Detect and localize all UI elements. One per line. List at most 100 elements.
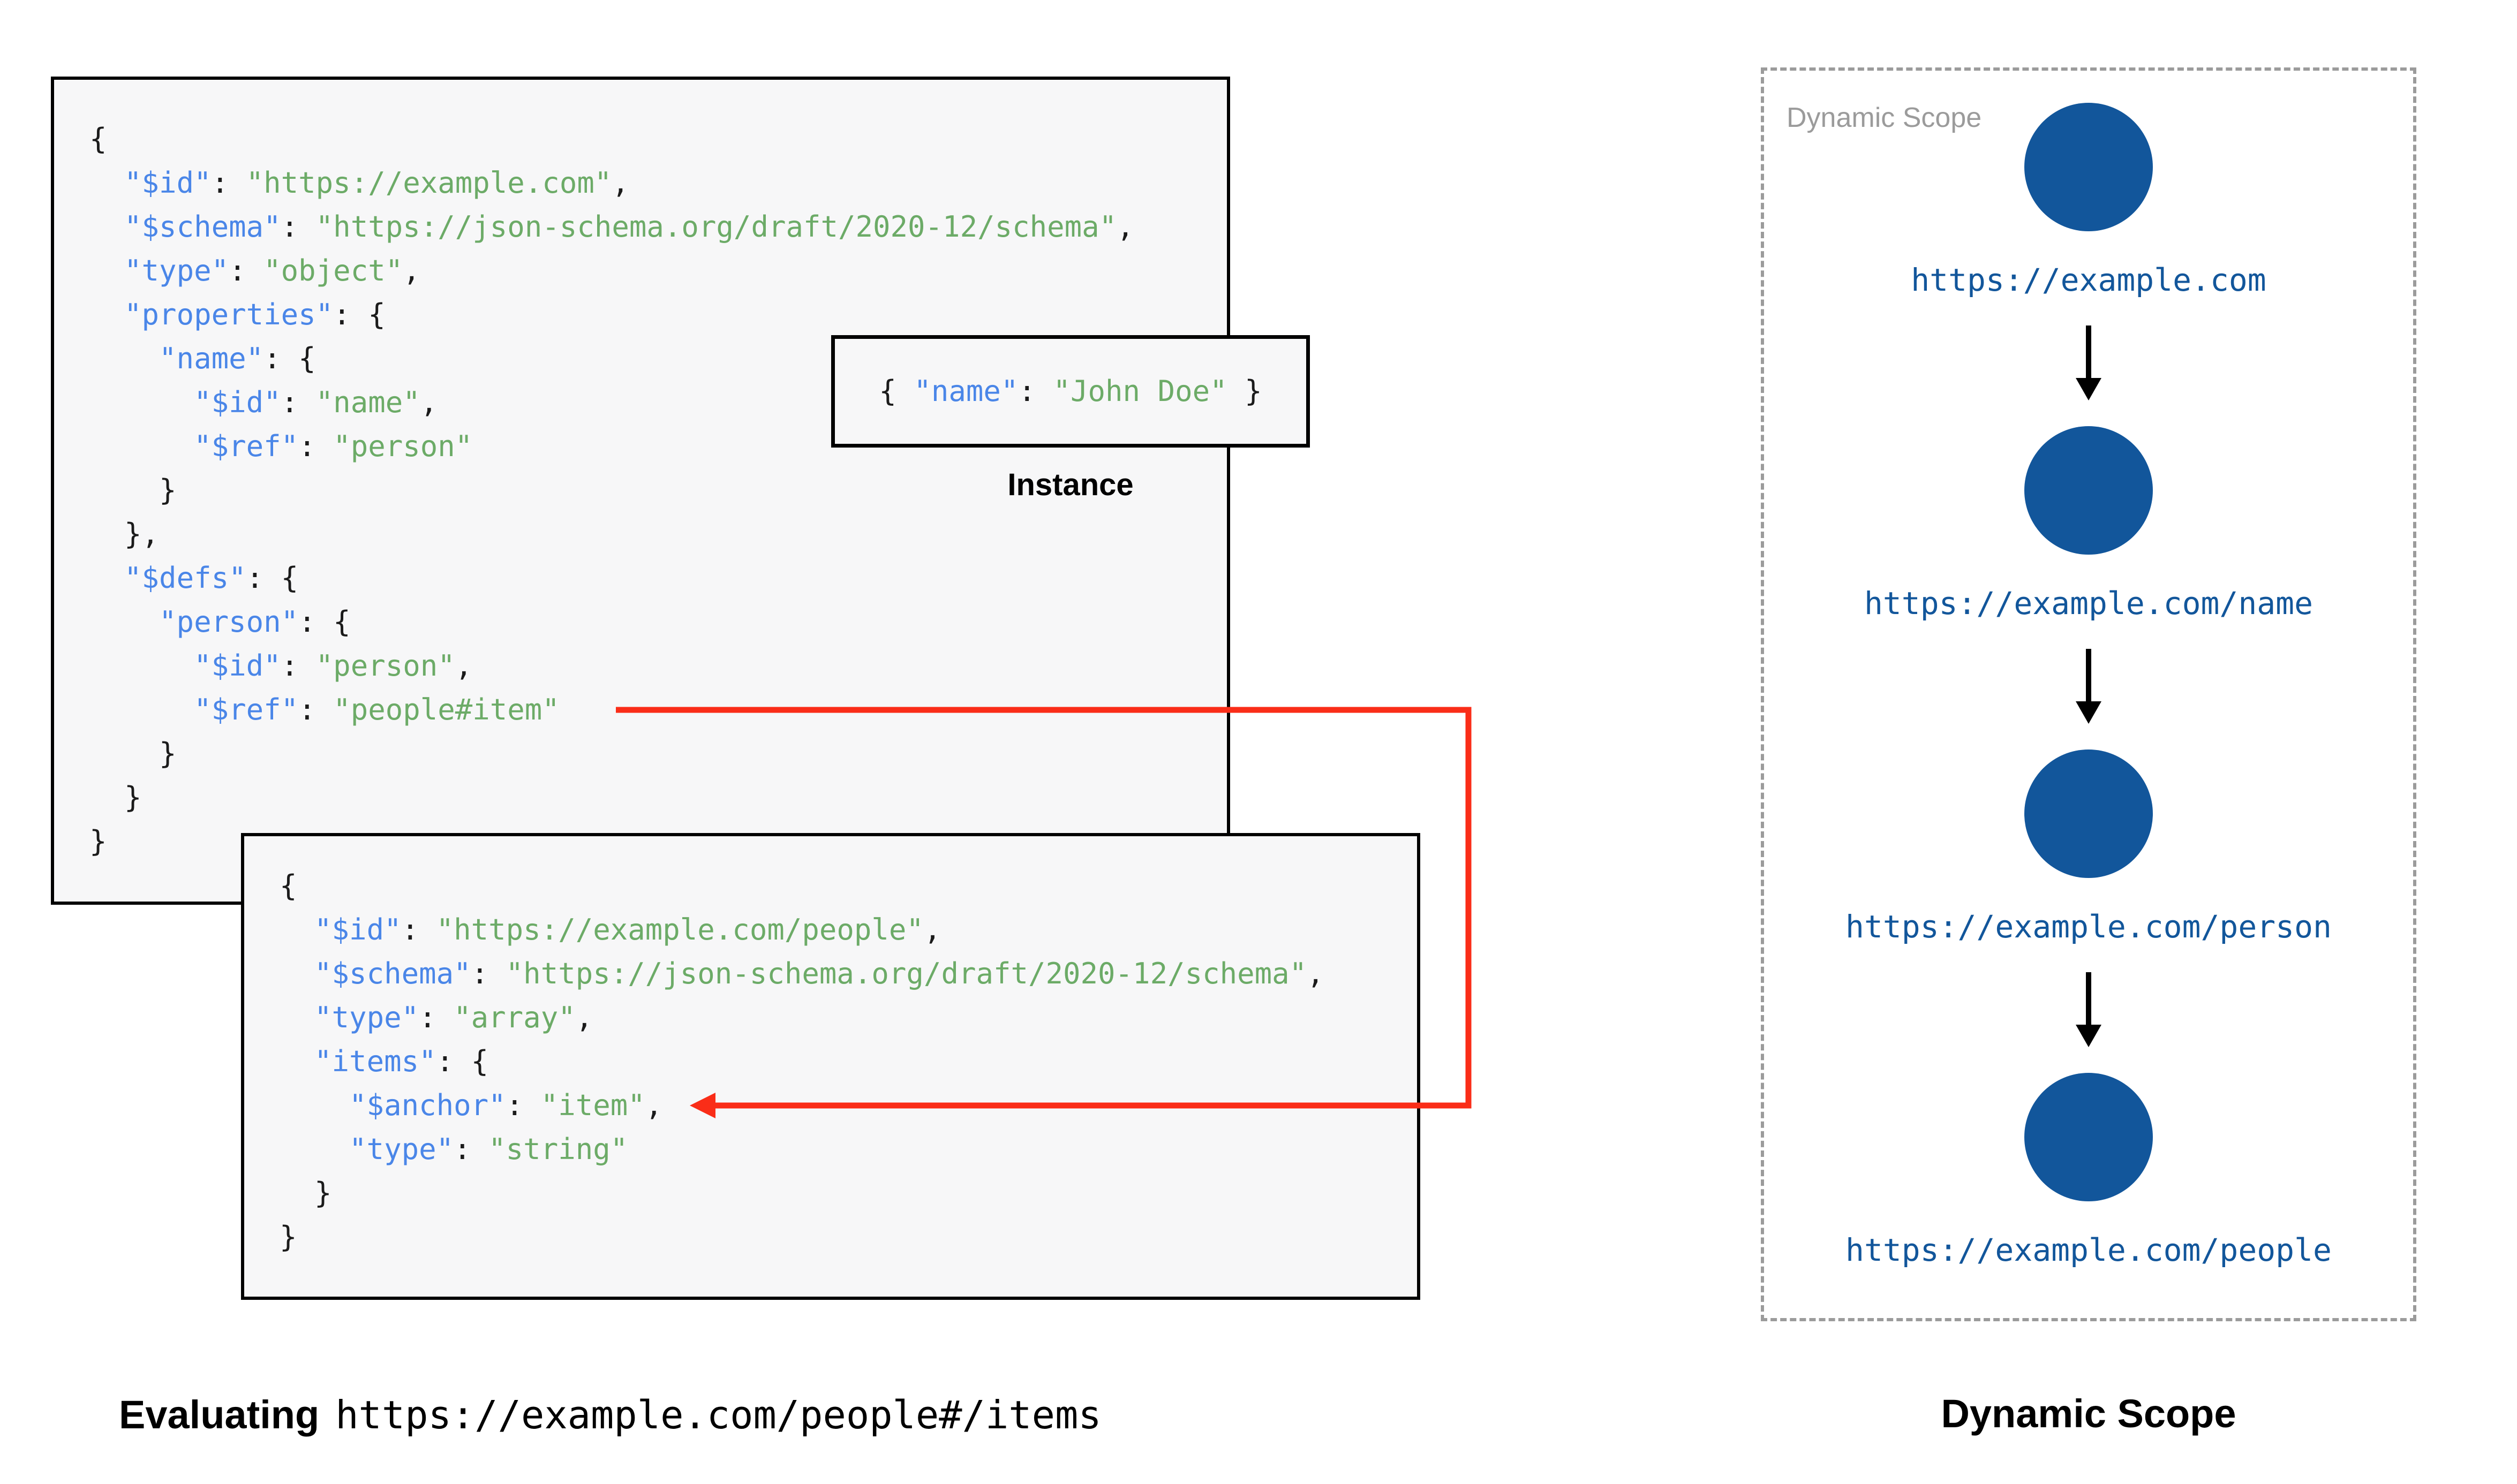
dynamic-scope-nodes: https://example.com https://example.com/n…: [1764, 71, 2413, 1318]
code-line: "$defs": {: [89, 556, 1227, 600]
code-token: [89, 385, 194, 419]
code-token: :: [506, 1088, 541, 1122]
scope-node-label: https://example.com: [1911, 262, 2266, 298]
code-token: },: [89, 517, 160, 551]
scope-node-circle: [2024, 426, 2153, 555]
code-token: "$id": [314, 913, 402, 947]
code-line: "type": "array",: [280, 996, 1417, 1040]
evaluating-caption-prefix: Evaluating: [119, 1392, 320, 1437]
code-token: [89, 605, 159, 639]
code-token: "type": [124, 254, 229, 287]
code-line: }: [280, 1171, 1417, 1215]
code-token: "item": [540, 1088, 645, 1122]
code-token: "type": [349, 1132, 454, 1166]
code-line: }: [89, 820, 1227, 864]
evaluating-caption: Evaluating https://example.com/people#/i…: [119, 1392, 1102, 1437]
code-token: :: [281, 385, 316, 419]
code-token: "https://json-schema.org/draft/2020-12/s…: [315, 210, 1117, 244]
code-line: "$anchor": "item",: [280, 1084, 1417, 1127]
code-token: "object": [263, 254, 403, 287]
code-token: [280, 957, 314, 990]
schema-main-code: { "$id": "https://example.com", "$schema…: [89, 117, 1227, 864]
scope-node-label: https://example.com/people: [1845, 1232, 2332, 1268]
code-token: :: [471, 957, 506, 990]
code-line: "$id": "https://example.com",: [89, 161, 1227, 205]
code-token: :: [281, 649, 316, 683]
code-token: :: [401, 913, 436, 947]
code-token: [89, 210, 124, 244]
code-token: "$id": [194, 385, 281, 419]
scope-node-label: https://example.com/name: [1864, 585, 2313, 622]
evaluating-caption-url: https://example.com/people#/items: [335, 1392, 1102, 1437]
code-token: "people#item": [333, 693, 560, 726]
code-token: "name": [315, 385, 420, 419]
scope-down-arrow-icon: [2076, 325, 2101, 400]
code-line: },: [89, 512, 1227, 556]
code-line: }: [89, 732, 1227, 776]
code-token: [89, 693, 194, 726]
code-token: [280, 1001, 314, 1034]
code-token: ,: [420, 385, 438, 419]
code-token: [280, 1132, 349, 1166]
code-token: :: [211, 166, 246, 200]
code-token: "$id": [124, 166, 212, 200]
scope-down-arrow-icon: [2076, 972, 2101, 1047]
code-line: "type": "object",: [89, 249, 1227, 293]
code-token: ,: [403, 254, 420, 287]
code-token: "properties": [124, 298, 334, 331]
code-line: "type": "string": [280, 1127, 1417, 1171]
code-line: {: [89, 117, 1227, 161]
arrow-head: [2076, 1025, 2101, 1047]
code-token: : {: [246, 561, 299, 595]
dynamic-scope-caption: Dynamic Scope: [1941, 1391, 2236, 1436]
code-line: "name": {: [89, 337, 1227, 381]
code-line: { "name": "John Doe" }: [879, 369, 1262, 413]
code-token: {: [89, 122, 107, 156]
code-token: }: [89, 473, 177, 507]
code-token: "$defs": [124, 561, 246, 595]
code-token: ,: [1117, 210, 1134, 244]
arrow-shaft: [2086, 325, 2091, 379]
code-token: : {: [333, 298, 386, 331]
code-token: ,: [645, 1088, 663, 1122]
code-token: [89, 254, 124, 287]
code-line: }: [89, 468, 1227, 512]
code-token: "person": [333, 429, 473, 463]
instance-box: { "name": "John Doe" }: [831, 335, 1310, 448]
code-line: "items": {: [280, 1040, 1417, 1084]
code-token: :: [298, 429, 334, 463]
code-token: [89, 649, 194, 683]
code-token: :: [281, 210, 316, 244]
code-token: "$schema": [124, 210, 281, 244]
code-token: }: [89, 824, 107, 858]
code-token: [280, 913, 314, 947]
code-token: "type": [314, 1001, 419, 1034]
code-token: [89, 429, 194, 463]
code-token: "$ref": [194, 429, 299, 463]
code-token: }: [89, 737, 177, 770]
code-token: "person": [315, 649, 455, 683]
code-token: "person": [159, 605, 299, 639]
schema-box-people: { "$id": "https://example.com/people", "…: [241, 833, 1420, 1300]
scope-node-circle: [2024, 1073, 2153, 1201]
code-token: ,: [455, 649, 473, 683]
code-line: "$schema": "https://json-schema.org/draf…: [89, 205, 1227, 249]
schema-people-code: { "$id": "https://example.com/people", "…: [280, 864, 1417, 1259]
code-token: ,: [575, 1001, 593, 1034]
arrow-head: [2076, 701, 2101, 724]
instance-label: Instance: [1007, 467, 1134, 502]
code-token: [280, 1088, 349, 1122]
code-token: "name": [159, 342, 264, 375]
code-token: }: [280, 1220, 297, 1254]
code-token: :: [229, 254, 264, 287]
code-token: :: [454, 1132, 489, 1166]
code-token: "$anchor": [349, 1088, 506, 1122]
code-token: "$id": [194, 649, 281, 683]
code-line: "$ref": "person": [89, 425, 1227, 468]
code-token: }: [1227, 374, 1262, 408]
scope-node-circle: [2024, 103, 2153, 231]
code-line: "$id": "name",: [89, 381, 1227, 425]
code-token: "$ref": [194, 693, 299, 726]
code-token: "https://json-schema.org/draft/2020-12/s…: [506, 957, 1307, 990]
code-token: {: [280, 869, 297, 903]
